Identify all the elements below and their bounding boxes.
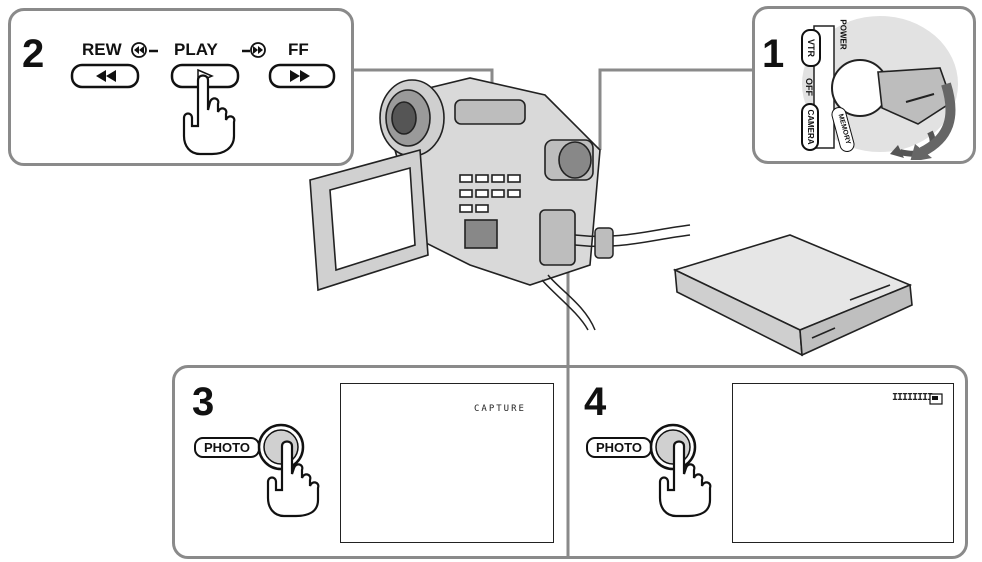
ff-label: FF <box>288 40 309 59</box>
disk-write-indicator: IIIIIIII <box>892 392 933 403</box>
camcorder-body <box>379 77 601 286</box>
transport-symbols <box>131 42 266 58</box>
play-label: PLAY <box>174 40 218 59</box>
rew-button <box>70 63 140 89</box>
floppy-icon <box>929 393 943 405</box>
fast-forward-icon <box>290 70 300 82</box>
step-4-number: 4 <box>584 380 607 424</box>
step-2-number: 2 <box>22 32 45 76</box>
rewind-mini-icon <box>131 42 147 58</box>
step-3-number: 3 <box>192 380 215 424</box>
ff-button <box>268 63 336 89</box>
rewind-icon <box>96 70 106 82</box>
photo-button-label-step3: PHOTO <box>194 437 260 458</box>
capture-caption: CAPTURE <box>474 404 526 414</box>
cables <box>541 224 691 331</box>
photo-button-label-step4: PHOTO <box>586 437 652 458</box>
rew-label: REW <box>82 40 122 59</box>
pressing-hand-icon-step4 <box>658 440 712 518</box>
lcd-panel <box>309 148 429 292</box>
display-screen-step4 <box>732 383 954 543</box>
step-1-number: 1 <box>762 32 785 76</box>
display-screen-step3 <box>340 383 554 543</box>
fast-forward-mini-icon <box>250 42 266 58</box>
floppy-drive <box>672 234 913 357</box>
pressing-hand-icon-step3 <box>266 440 320 518</box>
pressing-hand-icon <box>182 74 236 156</box>
transport-buttons <box>70 63 336 89</box>
